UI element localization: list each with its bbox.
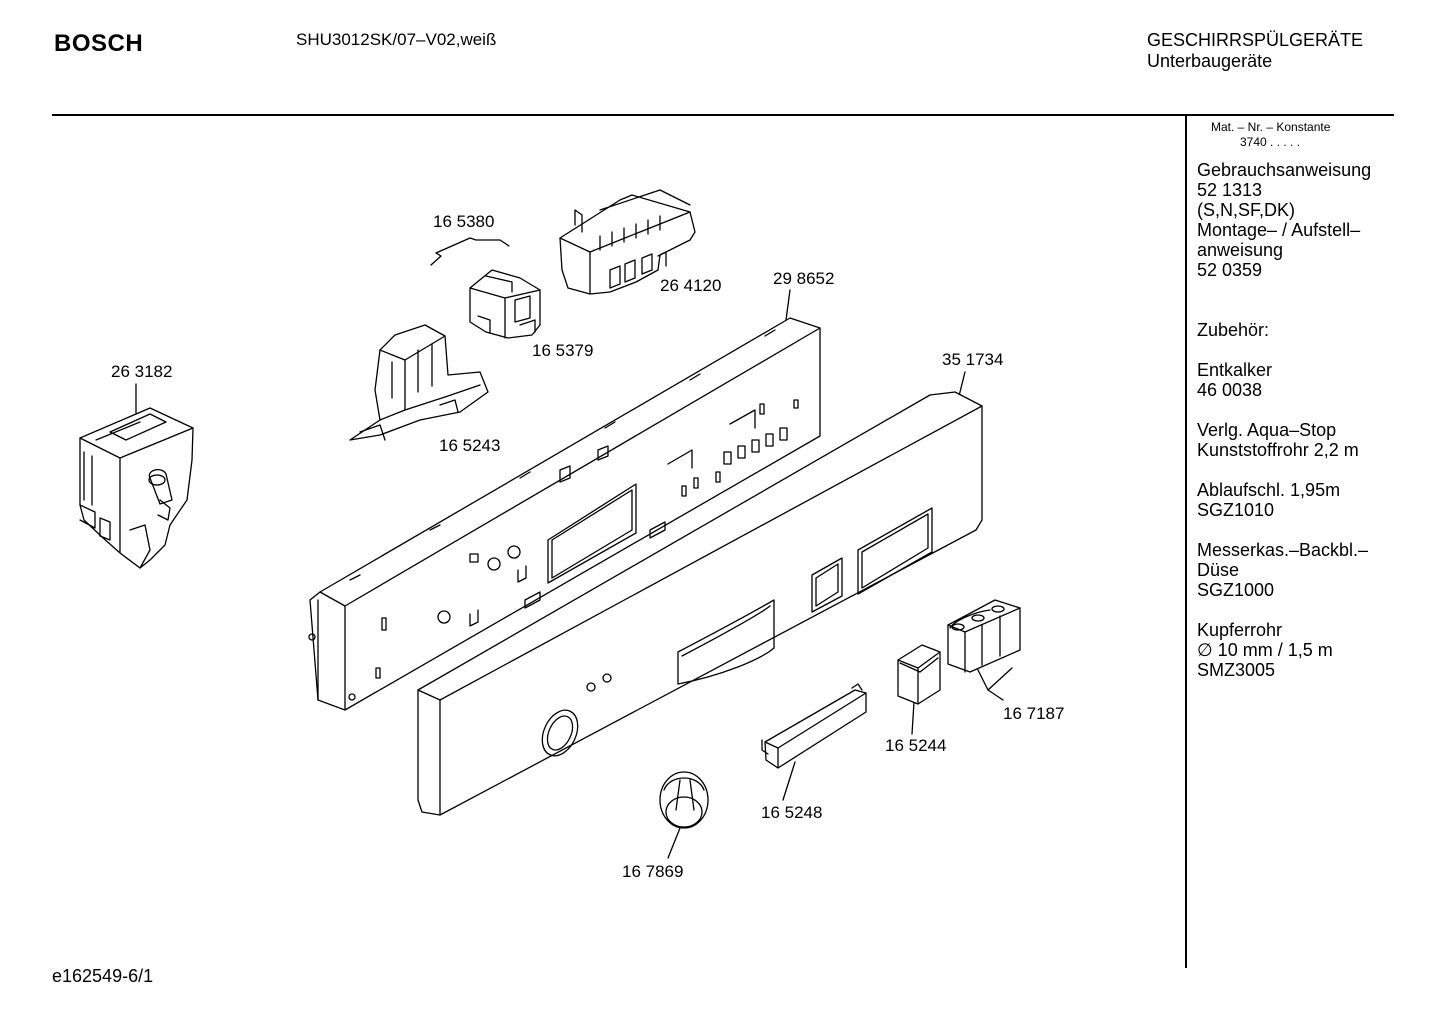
accessory-line: 52 0359 [1197,260,1263,280]
accessory-line: (S,N,SF,DK) [1197,200,1296,220]
part-label: 16 5243 [439,436,501,455]
brand-logo: BOSCH [54,30,144,57]
accessory-line: Düse [1197,560,1240,580]
part-label: 16 5380 [433,212,495,231]
part-label: 16 5379 [532,341,594,360]
accessory-line: SGZ1010 [1197,500,1275,520]
single-button [898,645,940,704]
push-buttons [948,600,1020,672]
part-label: 16 5248 [761,803,823,822]
accessory-block: Zubehör: [1197,320,1387,340]
part-label: 26 3182 [111,362,173,381]
accessory-line: Verlg. Aqua–Stop [1197,420,1337,440]
accessory-list: Gebrauchsanweisung 52 1313 (S,N,SF,DK) M… [1197,160,1387,700]
accessory-block: Verlg. Aqua–Stop Kunststoffrohr 2,2 m [1197,420,1387,460]
accessory-line: SMZ3005 [1197,660,1276,680]
rear-control-panel [309,318,820,710]
accessory-line: 46 0038 [1197,380,1263,400]
accessory-line: Montage– / Aufstell– [1197,220,1361,240]
accessory-block: Kupferrohr ∅ 10 mm / 1,5 m SMZ3005 [1197,620,1387,680]
subcategory-title: Unterbaugeräte [1147,51,1273,71]
accessory-line: anweisung [1197,240,1284,260]
model-number: SHU3012SK/07–V02,weiß [296,30,497,49]
accessory-line: Kupferrohr [1197,620,1283,640]
matnr-value: 3740 . . . . . [1240,135,1301,149]
accessory-line: Kunststoffrohr 2,2 m [1197,440,1359,460]
matnr-label: Mat. – Nr. – Konstante [1211,120,1331,134]
cover-strip [762,684,866,768]
accessory-block: Messerkas.–Backbl.– Düse SGZ1000 [1197,540,1387,600]
holder-bracket [350,325,488,440]
connector-housing [560,190,695,294]
drawing-code: e162549-6/1 [52,966,154,986]
accessory-line: Entkalker [1197,360,1273,380]
part-label: 35 1734 [942,350,1004,369]
rotary-knob [660,772,708,828]
accessory-line: SGZ1000 [1197,580,1275,600]
sidebar-divider [1185,116,1187,968]
front-control-panel [418,392,982,815]
header-divider [52,114,1394,116]
control-module [80,408,193,568]
accessory-line: ∅ 10 mm / 1,5 m [1197,640,1333,660]
accessory-block: Ablaufschl. 1,95m SGZ1010 [1197,480,1387,520]
category-title: GESCHIRRSPÜLGERÄTE [1147,30,1364,50]
part-label: 16 7869 [622,862,684,881]
accessory-heading: Zubehör: [1197,320,1270,340]
accessory-line: Gebrauchsanweisung [1197,160,1372,180]
accessory-line: 52 1313 [1197,180,1263,200]
switch-block [470,270,540,338]
part-label: 16 7187 [1003,704,1065,723]
part-label: 16 5244 [885,736,947,755]
accessory-line: Messerkas.–Backbl.– [1197,540,1369,560]
part-label: 26 4120 [660,276,722,295]
part-label: 29 8652 [773,269,835,288]
accessory-line: Ablaufschl. 1,95m [1197,480,1341,500]
spring-clip [431,238,509,265]
accessory-block: Gebrauchsanweisung 52 1313 (S,N,SF,DK) M… [1197,160,1387,280]
accessory-block: Entkalker 46 0038 [1197,360,1387,400]
